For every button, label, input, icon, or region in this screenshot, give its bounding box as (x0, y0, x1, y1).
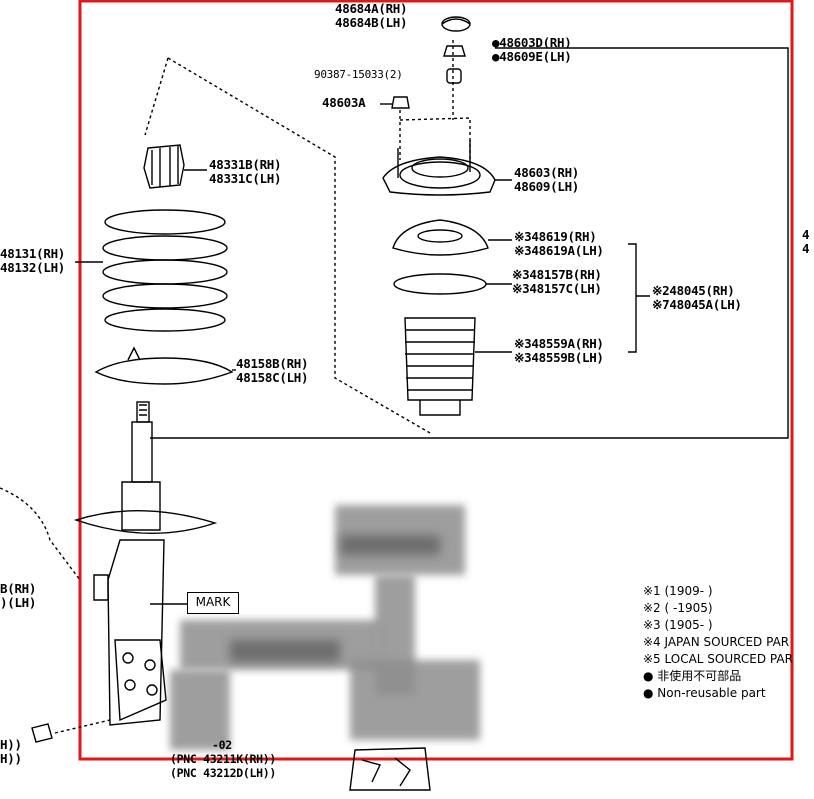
seat-48157-shape (393, 273, 487, 295)
strut-mount-48603 (382, 140, 512, 196)
label-48045: ※248045(RH)※748045A(LH) (652, 283, 742, 312)
coil-spring-48131 (75, 209, 228, 332)
legend-line-5: ※5 LOCAL SOURCED PAR (643, 652, 793, 666)
mark-label: MARK (187, 592, 239, 614)
legend-line-6: ● 非使用不可部品 (643, 669, 742, 683)
knuckle-bottom (349, 747, 431, 791)
legend-line-1: ※1 (1909- ) (643, 584, 713, 598)
insulator-48619 (392, 219, 512, 256)
obscured-region-6 (340, 535, 440, 555)
label-48331: 48331B(RH)48331C(LH) (209, 157, 282, 186)
legend-line-7: ● Non-reusable part (643, 686, 766, 700)
bushing-90387-shape (446, 68, 462, 84)
label-48603: 48603(RH)48609(LH) (514, 165, 580, 194)
legend-line-2: ※2 ( -1905) (643, 601, 713, 615)
obscured-region-5 (350, 660, 480, 740)
legend-line-4: ※4 JAPAN SOURCED PAR (643, 635, 790, 649)
label-48603d: ●48603D(RH)●48609E(LH) (492, 35, 572, 64)
nut-bottom-left (31, 723, 53, 743)
mount-dashed-line (399, 40, 471, 160)
spring-group-dashed-outline (167, 57, 431, 434)
legend-line-3: ※3 (1905- ) (643, 618, 713, 632)
bellows-48559 (404, 317, 512, 416)
label-bottom-pnc: -02 (PNC 43211K(RH)) (PNC 43212D(LH)) (170, 738, 276, 780)
label-48158: 48158B(RH)48158C(LH) (236, 356, 309, 385)
group-bracket-48045 (628, 243, 650, 353)
label-90387: 90387-15033(2) (314, 68, 403, 81)
label-bottom-left: H))H)) (0, 737, 22, 766)
bumper-48331 (143, 144, 207, 189)
assembly-bracket-right (150, 47, 789, 439)
nut-48603a-shape (391, 96, 410, 109)
obscured-region-4 (170, 670, 230, 750)
spring-seat-48158 (94, 346, 236, 385)
label-left-edge: B(RH))(LH) (0, 581, 37, 610)
label-48684: 48684A(RH)48684B(LH) (335, 1, 408, 30)
label-48131: 48131(RH)48132(LH) (0, 246, 66, 275)
highlight-frame (78, 0, 794, 761)
label-48603a: 48603A (322, 95, 366, 110)
spring-group-dashed-left (144, 57, 169, 136)
label-48559: ※348559A(RH)※348559B(LH) (514, 336, 604, 365)
label-48619: ※348619(RH)※348619A(LH) (514, 229, 604, 258)
obscured-region-7 (230, 640, 340, 662)
shock-absorber (73, 401, 218, 726)
legend: ※1 (1909- ) ※2 ( -1905) ※3 (1905- ) ※4 J… (643, 584, 793, 700)
nut-48603d-shape (443, 45, 466, 57)
label-48157: ※348157B(RH)※348157C(LH) (512, 267, 602, 296)
